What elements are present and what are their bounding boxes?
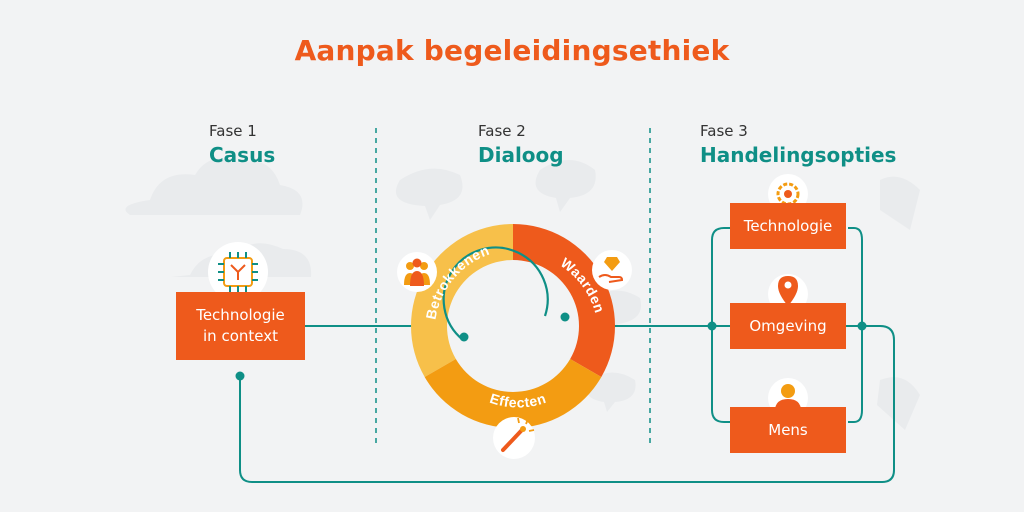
phase-3-name: Handelingsopties <box>700 143 897 167</box>
phase-3-label: Fase 3 <box>700 122 748 140</box>
diagram-title: Aanpak begeleidingsethiek <box>294 34 730 67</box>
people-group-icon <box>397 252 437 292</box>
circuit-chip-icon <box>208 242 268 302</box>
casus-box: Technologie in context <box>176 292 305 360</box>
option-box-technologie: Technologie <box>730 203 846 249</box>
inner-cycle-arc-1 <box>442 246 549 341</box>
connector-lines <box>239 227 895 483</box>
option-label-mens: Mens <box>768 420 808 439</box>
phase-1-label: Fase 1 <box>209 122 257 140</box>
phase-1-name: Casus <box>209 143 276 167</box>
magic-wand-icon <box>493 417 535 459</box>
cycle-dot-right <box>560 312 570 322</box>
ring-segment-effecten <box>424 359 602 428</box>
option-label-omgeving: Omgeving <box>749 316 827 335</box>
casus-box-line2: in context <box>203 327 278 345</box>
option-label-technologie: Technologie <box>743 216 833 235</box>
casus-box-line1: Technologie <box>196 306 285 324</box>
diamond-hand-icon <box>592 250 632 290</box>
ring-label-effecten: Effecten <box>488 390 547 411</box>
option-box-omgeving: Omgeving <box>730 303 846 349</box>
phase-2-name: Dialoog <box>478 143 564 167</box>
connector-dots <box>235 321 867 381</box>
cycle-dot-left <box>459 332 469 342</box>
svg-text:Effecten: Effecten <box>488 390 548 411</box>
ring-segment-waarden <box>513 224 615 377</box>
ring-segment-betrokkenen <box>411 224 513 377</box>
dialoog-ring: Betrokkenen Waarden Effecten <box>411 224 615 428</box>
phase-2-label: Fase 2 <box>478 122 526 140</box>
option-box-mens: Mens <box>730 407 846 453</box>
